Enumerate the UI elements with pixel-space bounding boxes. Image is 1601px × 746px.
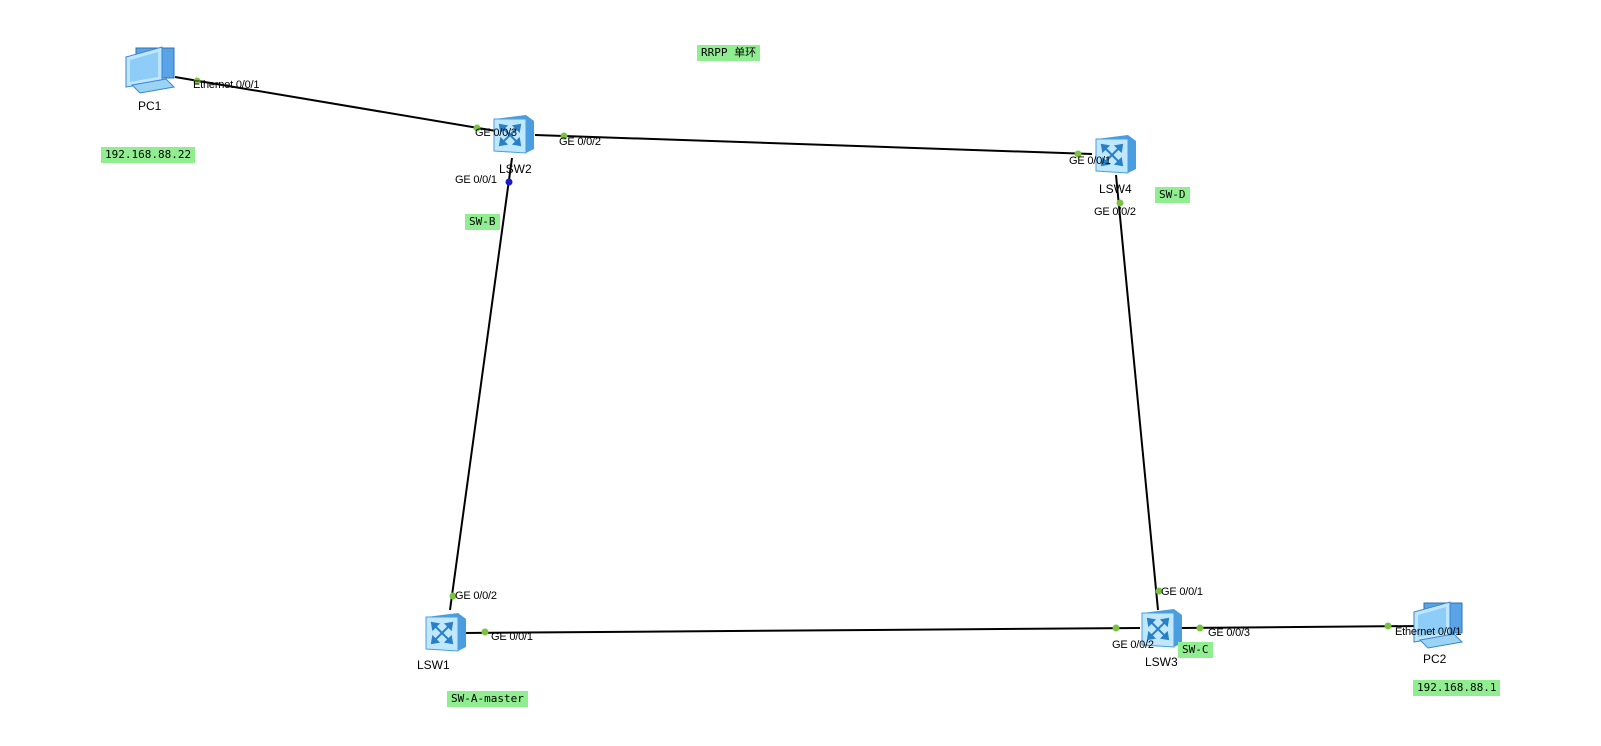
lsw1-label: LSW1 [417, 658, 450, 672]
port-dot-lsw3-ge2 [1112, 624, 1120, 632]
lsw4-switch-icon[interactable] [1092, 133, 1140, 175]
link-lsw3-pc2[interactable] [1181, 625, 1421, 629]
pc1-eth-port-label: Ethernet 0/0/1 [193, 79, 260, 91]
port-dot-lsw3-ge1 [1155, 587, 1163, 595]
lsw3-switch-icon[interactable] [1138, 607, 1186, 649]
link-lsw2-lsw4[interactable] [534, 134, 1093, 155]
link-pc1-lsw2[interactable] [174, 76, 497, 132]
lsw4-label: LSW4 [1099, 182, 1132, 196]
pc2-eth-port-label: Ethernet 0/0/1 [1395, 626, 1462, 638]
port-dot-lsw2-ge2 [560, 132, 568, 140]
pc2-icon[interactable] [1410, 600, 1466, 650]
port-dot-lsw1-ge1 [481, 628, 489, 636]
port-dot-lsw4-ge1 [1074, 150, 1082, 158]
lsw4-ge2-port-label: GE 0/0/2 [1094, 206, 1136, 218]
sw-b-note[interactable]: SW-B [465, 214, 500, 230]
lsw3-ge1-port-label: GE 0/0/1 [1161, 586, 1203, 598]
lsw2-ge3-port-label: GE 0/0/3 [475, 127, 517, 139]
pc2-ip-note[interactable]: 192.168.88.1 [1413, 680, 1501, 696]
pc1-ip-note[interactable]: 192.168.88.22 [101, 147, 196, 163]
lsw2-label: LSW2 [499, 162, 532, 176]
sw-d-note[interactable]: SW-D [1155, 187, 1190, 203]
lsw3-label: LSW3 [1145, 655, 1178, 669]
lsw2-ge2-port-label: GE 0/0/2 [559, 136, 601, 148]
port-dot-pc2-eth [1384, 622, 1392, 630]
link-lsw4-lsw3[interactable] [1115, 174, 1159, 611]
lsw2-ge1-port-label: GE 0/0/1 [455, 174, 497, 186]
sw-a-master-note[interactable]: SW-A-master [447, 691, 528, 707]
port-dots [193, 77, 1392, 636]
port-dot-lsw2-ge1-blocked [505, 178, 513, 186]
sw-c-note[interactable]: SW-C [1178, 642, 1213, 658]
link-lsw2-lsw1[interactable] [449, 157, 513, 611]
lsw4-ge1-port-label: GE 0/0/1 [1069, 155, 1111, 167]
link-lsw1-lsw3[interactable] [461, 627, 1141, 634]
lsw1-ge2-port-label: GE 0/0/2 [455, 590, 497, 602]
pc2-label: PC2 [1423, 652, 1447, 666]
port-dot-lsw1-ge2 [449, 592, 457, 600]
pc1-icon[interactable] [122, 45, 178, 95]
pc1-label: PC1 [138, 99, 162, 113]
port-dot-lsw3-ge3 [1196, 624, 1204, 632]
lsw1-ge1-port-label: GE 0/0/1 [491, 631, 533, 643]
diagram-title-note[interactable]: RRPP 单环 [697, 45, 761, 61]
lsw3-ge3-port-label: GE 0/0/3 [1208, 627, 1250, 639]
port-dot-lsw2-ge3 [473, 124, 481, 132]
lsw2-switch-icon[interactable] [490, 113, 538, 155]
lsw1-switch-icon[interactable] [422, 611, 470, 653]
links [174, 76, 1421, 634]
lsw3-ge2-port-label: GE 0/0/2 [1112, 639, 1154, 651]
port-dot-lsw4-ge2 [1116, 199, 1124, 207]
port-dot-pc1-eth [193, 77, 201, 85]
